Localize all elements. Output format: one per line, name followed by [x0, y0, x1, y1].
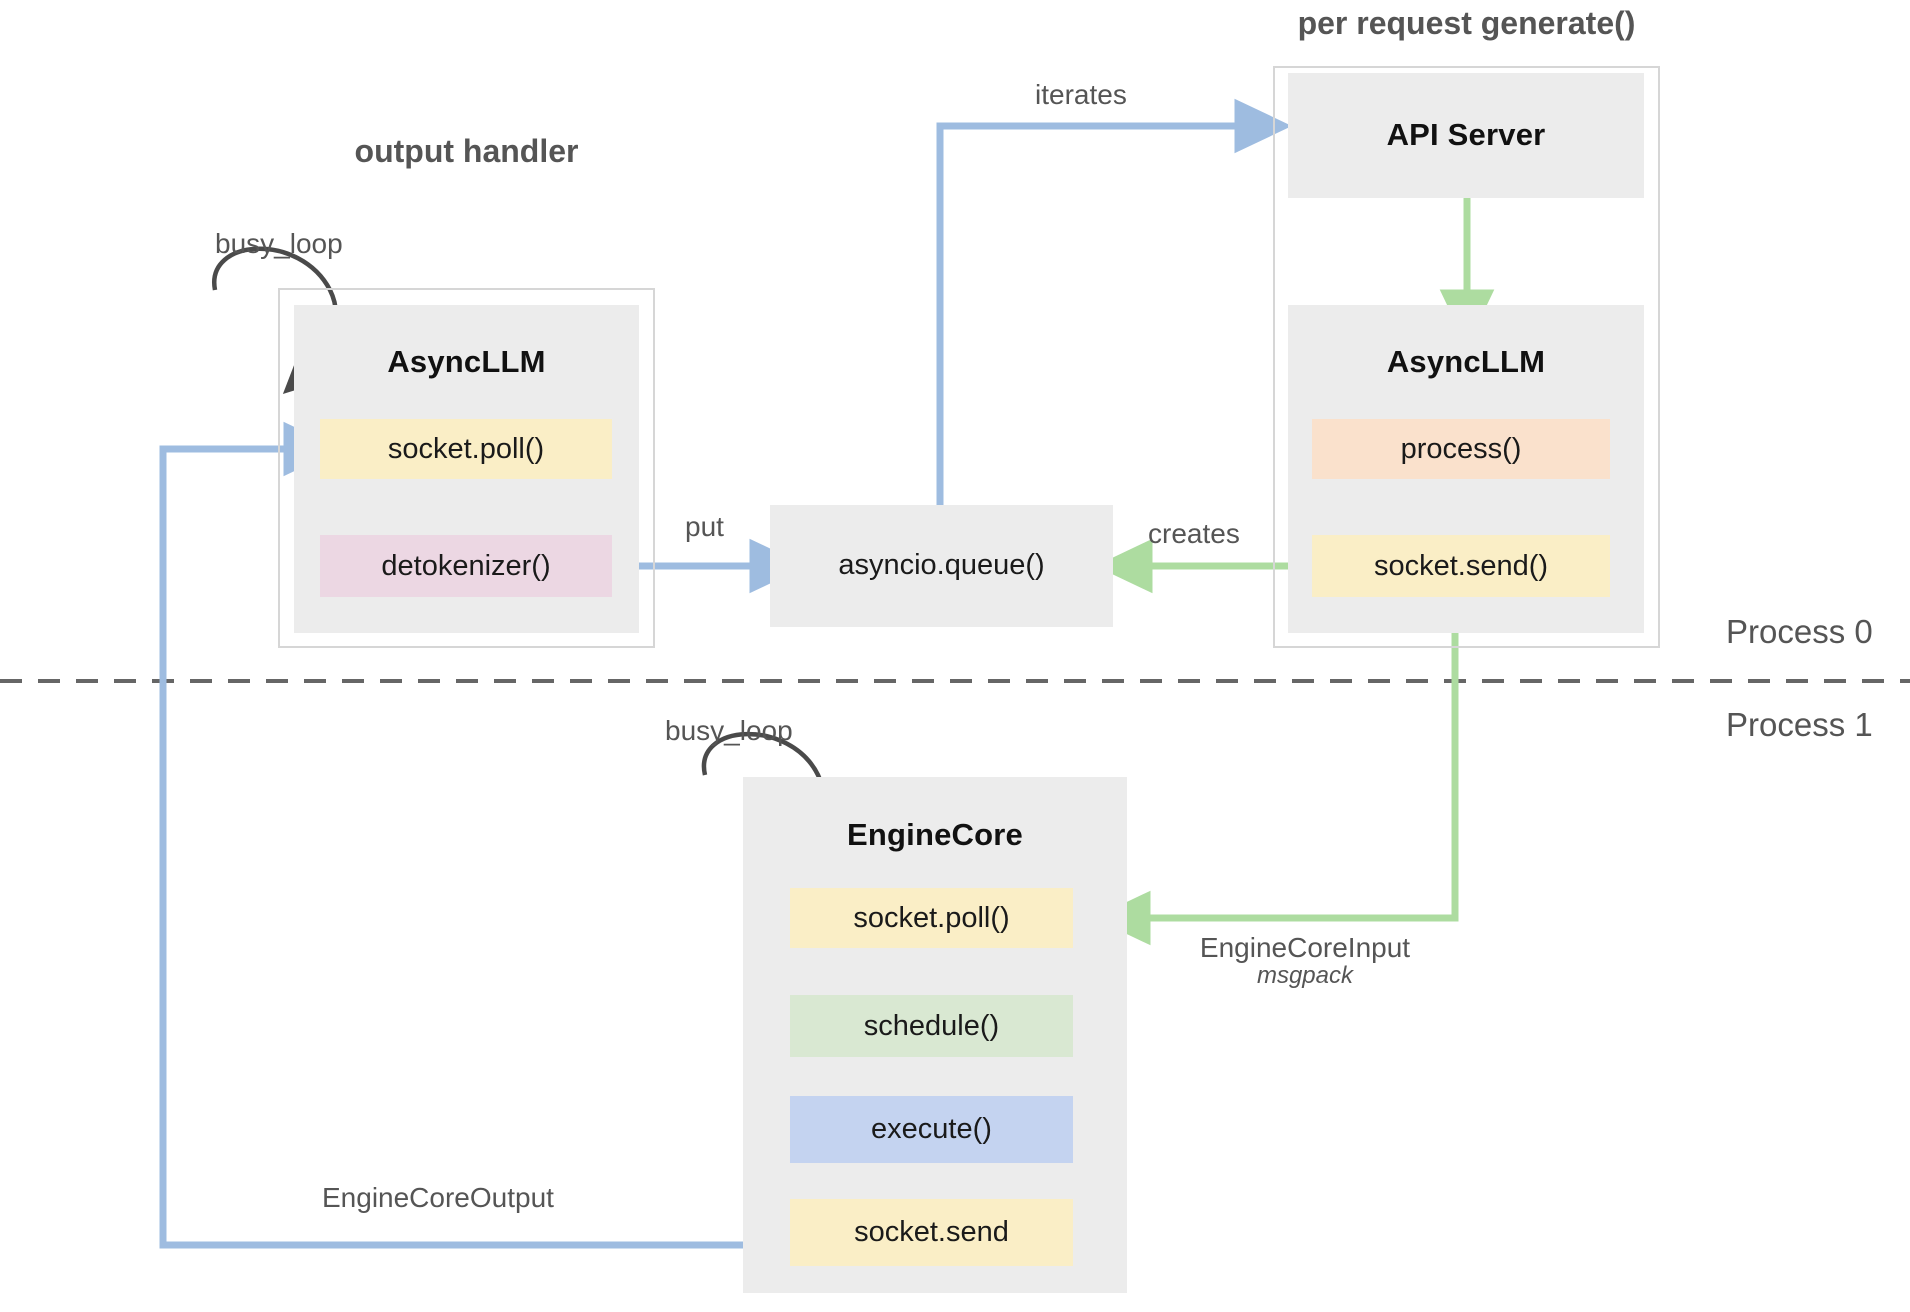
- async-llm-left-item-detokenizer[interactable]: detokenizer(): [320, 535, 612, 597]
- process-label-bottom: Process 1: [1726, 706, 1873, 743]
- engine-core-item-execute[interactable]: execute(): [790, 1096, 1073, 1163]
- process-label-top: Process 0: [1726, 613, 1873, 650]
- engine-core-input-arrow: [1093, 598, 1459, 946]
- engine-core-output-label: EngineCoreOutput: [322, 1182, 554, 1213]
- busy-loop-label-top: busy_loop: [215, 228, 343, 259]
- panel-api-server-title: API Server: [1386, 117, 1546, 152]
- asyncio-queue-label: asyncio.queue(): [838, 549, 1045, 581]
- output-handler-label: output handler: [354, 133, 579, 169]
- async-llm-left-item-socket-poll[interactable]: socket.poll(): [320, 419, 612, 479]
- async-llm-right-item-socket-send[interactable]: socket.send(): [1312, 535, 1610, 597]
- engine-core-output-arrow: [159, 421, 752, 1249]
- iterates-arrow: [936, 98, 1292, 506]
- per-request-generate-label: per request generate(): [1297, 5, 1636, 41]
- panel-engine-core-title: EngineCore: [847, 817, 1023, 852]
- engine-core-item-schedule[interactable]: schedule(): [790, 995, 1073, 1057]
- engine-core-item-socket-poll[interactable]: socket.poll(): [790, 888, 1073, 948]
- panel-async-llm-left-title: AsyncLLM: [387, 344, 546, 379]
- engine-core-input-subtext: msgpack: [1256, 962, 1354, 989]
- panel-asyncio-queue[interactable]: [770, 505, 1113, 627]
- panel-async-llm-right-title: AsyncLLM: [1386, 344, 1546, 379]
- busy-loop-label-bottom: busy_loop: [665, 715, 793, 746]
- async-llm-right-item-process[interactable]: process(): [1312, 419, 1610, 479]
- per-request-generate-frame: [1273, 66, 1660, 648]
- iterates-label: iterates: [1035, 79, 1127, 110]
- output-handler-frame: [278, 288, 655, 648]
- panel-api-server[interactable]: [1288, 73, 1644, 198]
- engine-core-input-label: EngineCoreInput msgpack: [1175, 932, 1435, 990]
- engine-core-input-text: EngineCoreInput: [1199, 932, 1411, 963]
- put-label: put: [685, 511, 724, 542]
- engine-core-item-socket-send[interactable]: socket.send: [790, 1199, 1073, 1266]
- creates-label: creates: [1148, 518, 1240, 549]
